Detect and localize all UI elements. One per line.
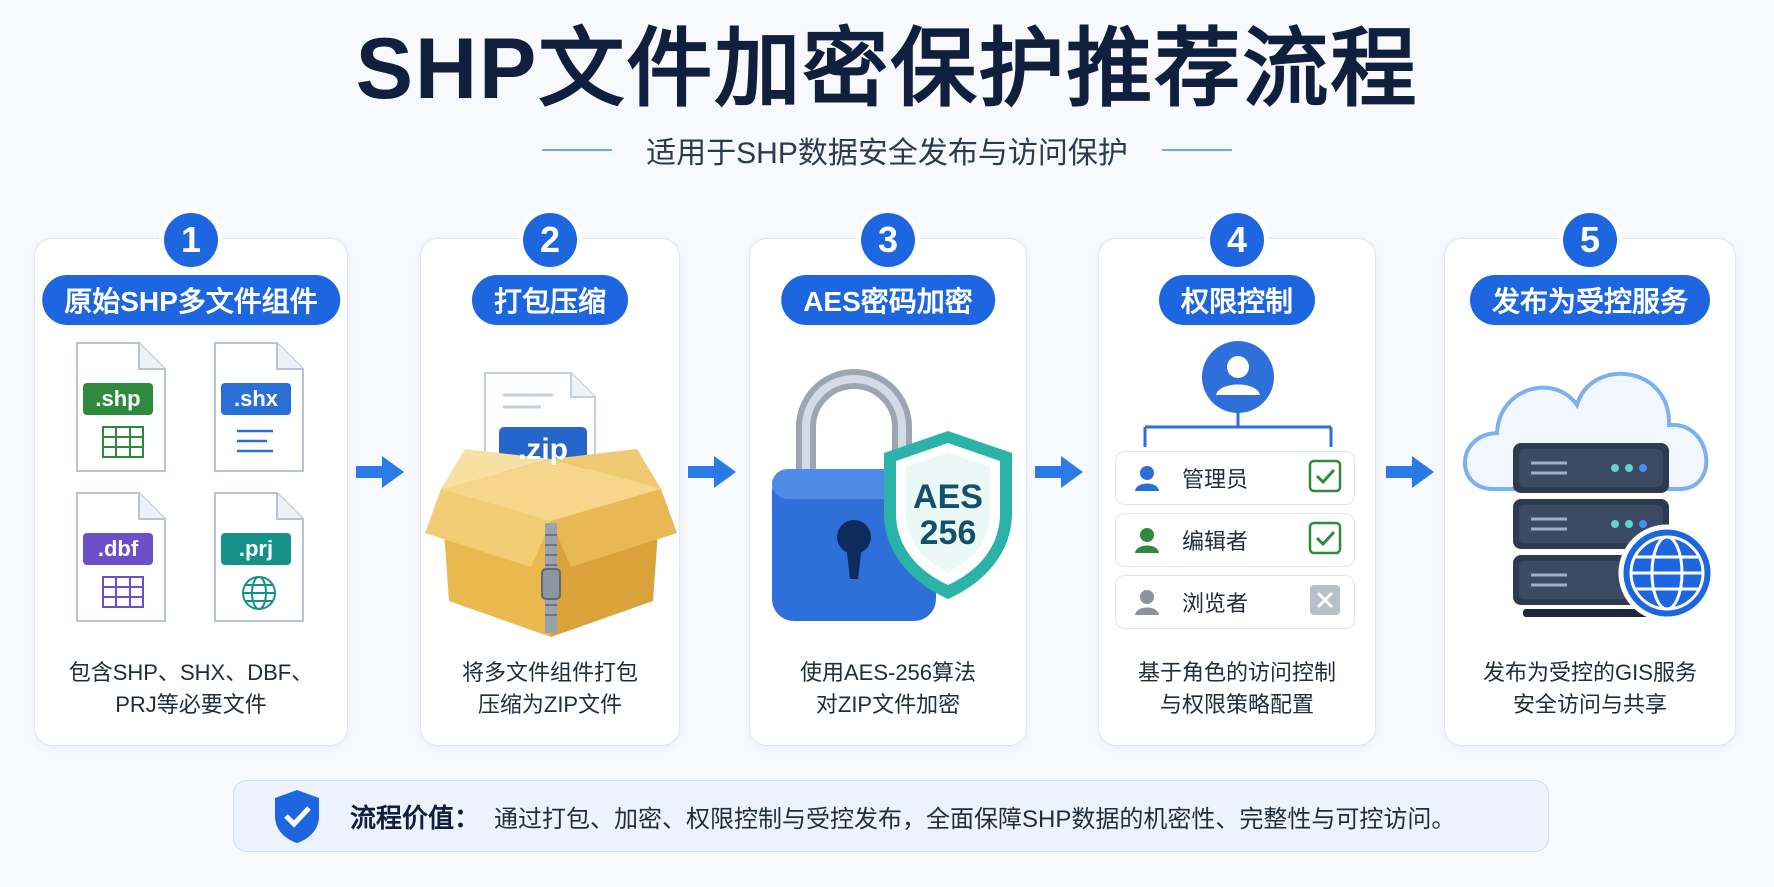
shp-file-icon: .shp bbox=[73, 339, 169, 480]
step-2-desc-line-2: 压缩为ZIP文件 bbox=[477, 692, 623, 717]
zip-extension-label: .zip bbox=[518, 433, 568, 466]
shx-extension-label: .shx bbox=[233, 386, 279, 411]
checkmark-icon bbox=[1308, 459, 1342, 498]
step-5-desc-line-2: 安全访问与共享 bbox=[1512, 692, 1667, 717]
zip-box-illustration: .zip bbox=[421, 339, 679, 639]
step-3-number: 3 bbox=[861, 213, 915, 267]
role-row-admin: 管理员 bbox=[1115, 451, 1355, 505]
step-2-desc-line-1: 将多文件组件打包 bbox=[461, 660, 638, 685]
page-subtitle: 适用于SHP数据安全发布与访问保护 bbox=[646, 137, 1128, 170]
arrow-right-icon bbox=[1386, 456, 1434, 488]
step-2-description: 将多文件组件打包 压缩为ZIP文件 bbox=[421, 657, 679, 721]
step-5-card: 5 发布为受控服务 bbox=[1444, 213, 1736, 746]
step-5-number: 5 bbox=[1563, 213, 1617, 267]
step-1-card: 1 原始SHP多文件组件 .shp bbox=[34, 213, 348, 746]
arrow-right-icon bbox=[356, 456, 404, 488]
shp-extension-label: .shp bbox=[95, 386, 141, 411]
step-4-card: 4 权限控制 管理员 编辑者 bbox=[1098, 213, 1376, 746]
step-4-description: 基于角色的访问控制 与权限策略配置 bbox=[1099, 657, 1375, 721]
shield-check-icon bbox=[275, 790, 319, 843]
role-tree-illustration: 管理员 编辑者 浏览者 bbox=[1099, 339, 1375, 639]
step-3-desc-line-2: 对ZIP文件加密 bbox=[815, 692, 961, 717]
step-3-desc-line-1: 使用AES-256算法 bbox=[799, 660, 977, 685]
checkmark-icon bbox=[1308, 521, 1342, 560]
prj-file-icon: .prj bbox=[211, 489, 307, 630]
prj-extension-label: .prj bbox=[238, 536, 274, 561]
step-3-description: 使用AES-256算法 对ZIP文件加密 bbox=[750, 657, 1026, 721]
process-value-banner: 流程价值： 通过打包、加密、权限控制与受控发布，全面保障SHP数据的机密性、完整… bbox=[233, 780, 1549, 852]
step-2-card: 2 打包压缩 bbox=[420, 213, 680, 746]
step-1-title: 原始SHP多文件组件 bbox=[42, 275, 340, 325]
step-3-title: AES密码加密 bbox=[781, 275, 995, 325]
role-row-editor: 编辑者 bbox=[1115, 513, 1355, 567]
step-2-title: 打包压缩 bbox=[471, 275, 629, 325]
role-row-viewer: 浏览者 bbox=[1115, 575, 1355, 629]
arrow-right-icon bbox=[688, 456, 736, 488]
process-value-label: 流程价值： bbox=[350, 802, 481, 833]
process-value-text: 通过打包、加密、权限控制与受控发布，全面保障SHP数据的机密性、完整性与可控访问… bbox=[494, 805, 1456, 833]
role-name-viewer: 浏览者 bbox=[1182, 591, 1249, 616]
arrow-right-icon bbox=[1035, 456, 1083, 488]
subtitle-divider-left bbox=[542, 149, 613, 151]
step-5-title: 发布为受控服务 bbox=[1469, 275, 1711, 325]
role-name-admin: 管理员 bbox=[1182, 467, 1249, 492]
shx-file-icon: .shx bbox=[211, 339, 307, 480]
user-icon bbox=[1124, 526, 1170, 554]
step-1-description: 包含SHP、SHX、DBF、 PRJ等必要文件 bbox=[35, 657, 347, 721]
step-4-desc-line-2: 与权限策略配置 bbox=[1159, 692, 1314, 717]
subtitle-divider-right bbox=[1161, 149, 1232, 151]
user-icon bbox=[1124, 464, 1170, 492]
role-name-editor: 编辑者 bbox=[1182, 529, 1249, 554]
cross-icon bbox=[1308, 583, 1342, 622]
step-4-title: 权限控制 bbox=[1158, 275, 1316, 325]
step-5-description: 发布为受控的GIS服务 安全访问与共享 bbox=[1445, 657, 1735, 721]
lock-shield-illustration: AES 256 bbox=[750, 339, 1026, 639]
aes-shield-icon bbox=[884, 431, 1012, 599]
dbf-file-icon: .dbf bbox=[73, 489, 169, 630]
aes-shield-text-2: 256 bbox=[919, 514, 977, 552]
aes-shield-text-1: AES bbox=[913, 478, 983, 516]
step-4-number: 4 bbox=[1210, 213, 1264, 267]
step-1-desc-line-2: PRJ等必要文件 bbox=[115, 692, 267, 717]
zip-box-icon bbox=[425, 372, 677, 637]
cloud-server-illustration bbox=[1445, 339, 1735, 639]
user-icon bbox=[1124, 588, 1170, 616]
user-avatar-icon bbox=[1143, 341, 1333, 447]
shp-files-illustration: .shp .shx bbox=[35, 339, 347, 639]
page-title: SHP文件加密保护推荐流程 bbox=[355, 21, 1419, 117]
step-4-desc-line-1: 基于角色的访问控制 bbox=[1137, 660, 1336, 685]
cloud-server-icon bbox=[1463, 371, 1716, 622]
step-1-desc-line-1: 包含SHP、SHX、DBF、 bbox=[68, 660, 314, 685]
subtitle-row: 适用于SHP数据安全发布与访问保护 bbox=[0, 128, 1774, 172]
step-1-number: 1 bbox=[164, 213, 218, 267]
step-2-number: 2 bbox=[523, 213, 577, 267]
step-3-card: 3 AES密码加密 AES 256 使用AES-256算法 对ZIP文件加密 bbox=[749, 213, 1027, 746]
dbf-extension-label: .dbf bbox=[97, 536, 139, 561]
step-5-desc-line-1: 发布为受控的GIS服务 bbox=[1483, 660, 1697, 685]
aes-shield-label: AES 256 bbox=[878, 479, 1018, 551]
